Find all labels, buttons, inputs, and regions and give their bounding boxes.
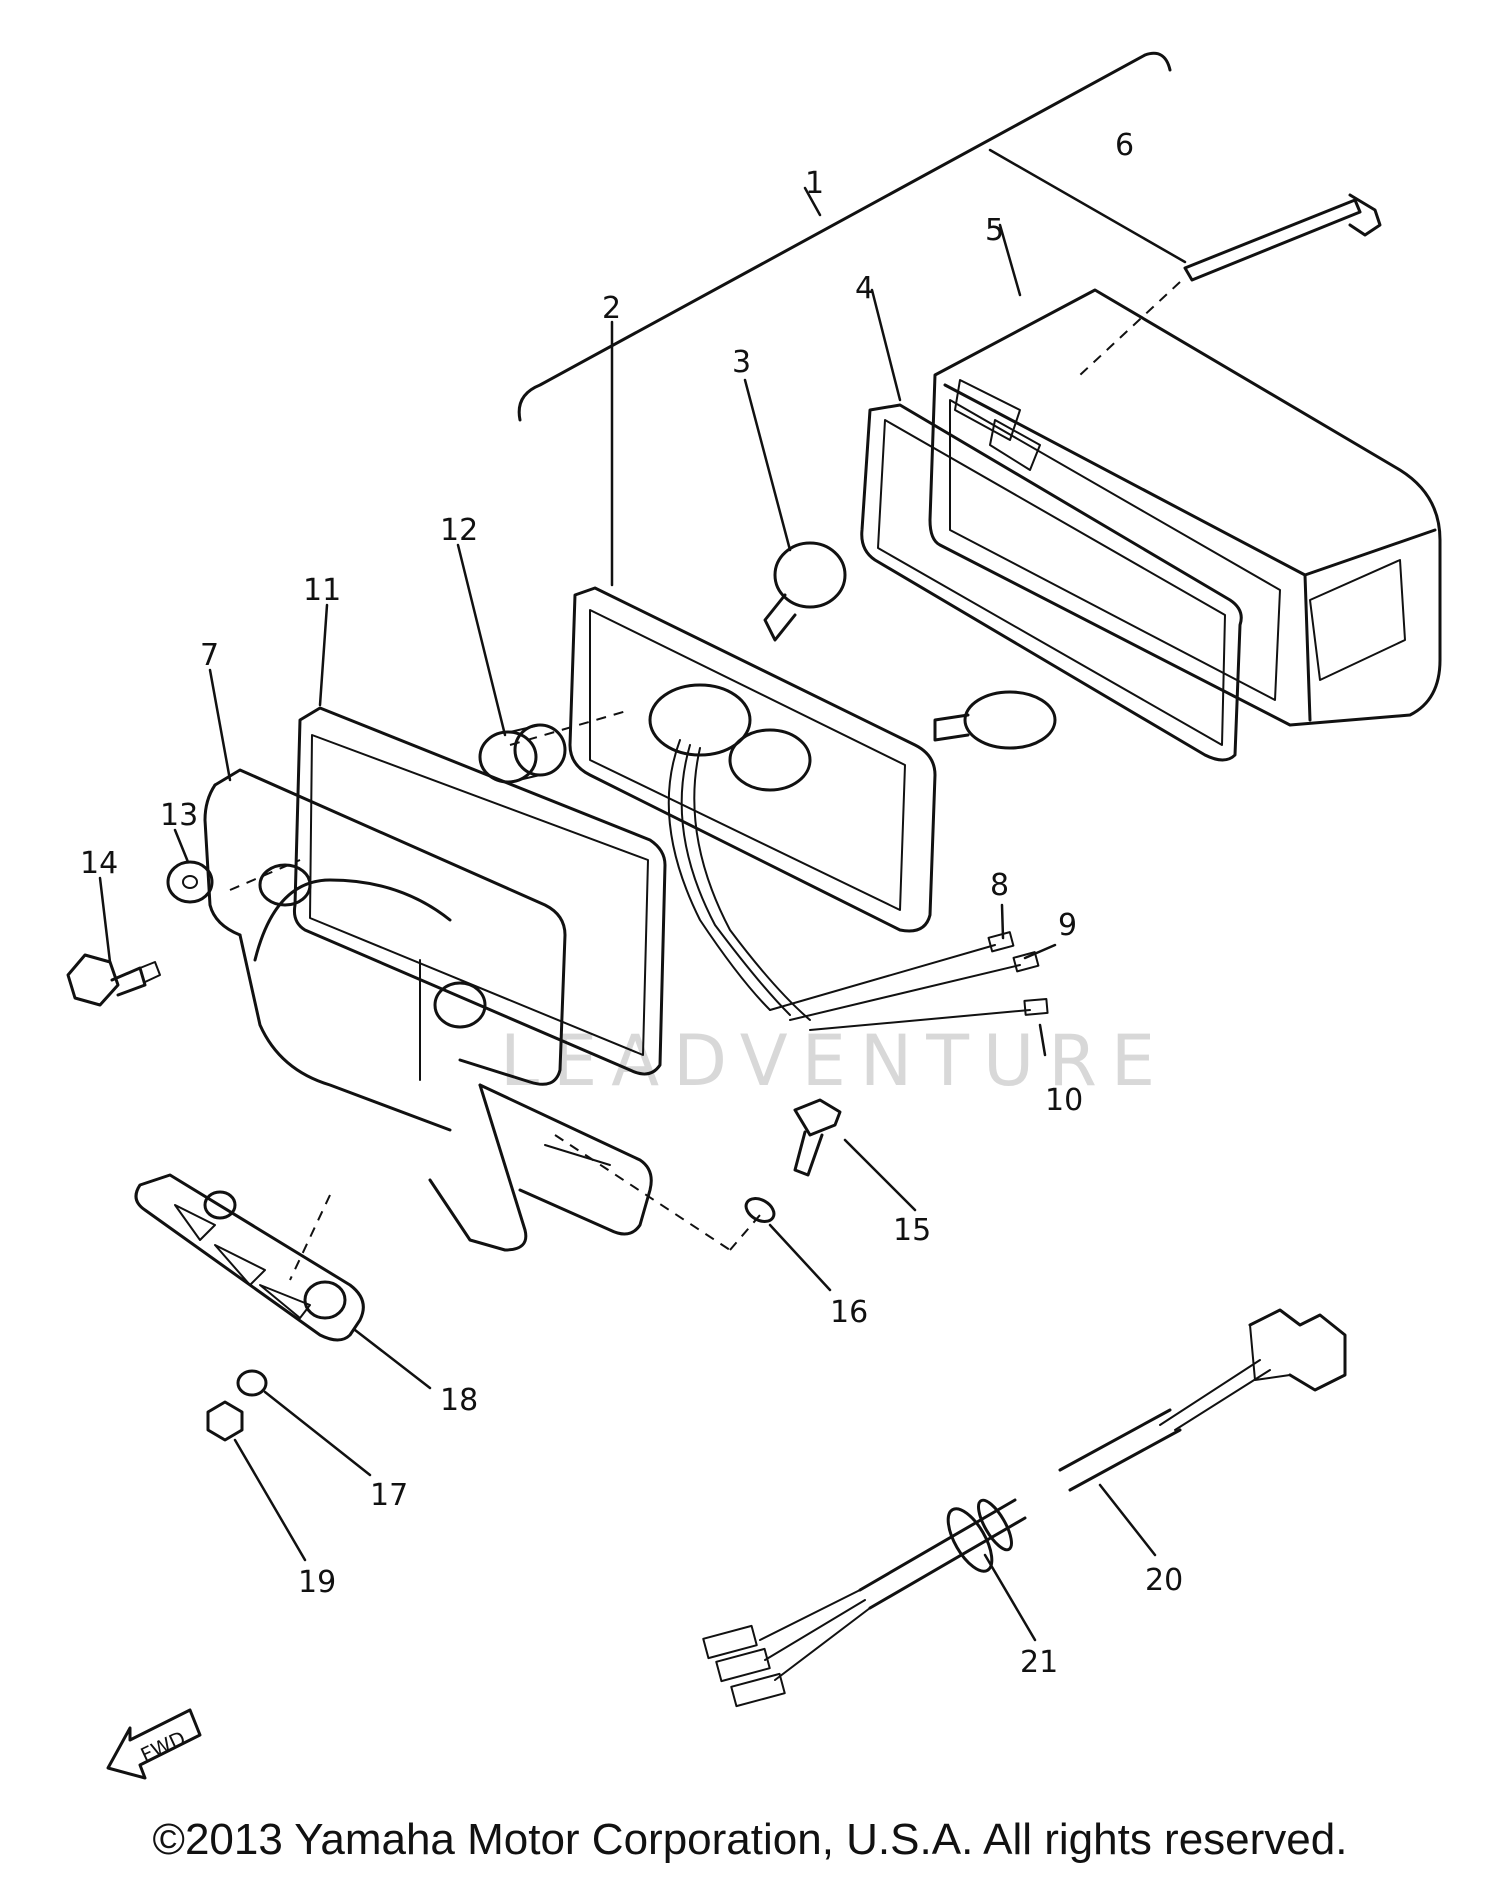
assembly-bracket (517, 51, 1172, 422)
part-label-2: 2 (602, 291, 621, 326)
part-label-7: 7 (200, 638, 219, 673)
part-label-13: 13 (160, 798, 198, 833)
assembly-lines (229, 709, 761, 1281)
part-label-18: 18 (440, 1383, 478, 1418)
bulb-lower (933, 690, 1057, 750)
part-label-19: 19 (298, 1565, 336, 1600)
part-label-8: 8 (990, 868, 1009, 903)
tail-lamp-body (203, 768, 653, 1252)
washer (166, 860, 214, 904)
part-label-15: 15 (893, 1213, 931, 1248)
part-label-10: 10 (1045, 1083, 1083, 1118)
long-screw (1079, 193, 1382, 376)
part-label-12: 12 (440, 513, 478, 548)
socket-plate (568, 586, 937, 1021)
part-label-17: 17 (370, 1478, 408, 1513)
copyright-notice: ©2013 Yamaha Motor Corporation, U.S.A. A… (152, 1815, 1348, 1864)
fwd-arrow-icon: FWD (106, 1708, 202, 1780)
part-label-11: 11 (303, 573, 341, 608)
leader-lines (98, 148, 1187, 1642)
lens-seal (293, 706, 667, 1076)
part-label-5: 5 (985, 213, 1004, 248)
part-label-3: 3 (732, 345, 751, 380)
lens-housing (928, 288, 1442, 727)
lens-gasket (860, 403, 1243, 762)
small-screw (793, 1098, 842, 1177)
nut (206, 1400, 244, 1442)
wire-leads (769, 931, 1049, 1031)
part-label-16: 16 (830, 1295, 868, 1330)
part-label-6: 6 (1115, 128, 1134, 163)
lock-washer (236, 1369, 268, 1397)
part-label-1: 1 (805, 166, 824, 201)
part-number-labels: 1 2 3 4 5 6 7 8 9 10 11 12 13 14 15 16 1… (80, 128, 1183, 1680)
part-label-14: 14 (80, 846, 118, 881)
small-washer (744, 1197, 776, 1223)
wire-harness (702, 1308, 1347, 1708)
part-label-21: 21 (1020, 1645, 1058, 1680)
part-label-4: 4 (855, 271, 874, 306)
part-label-9: 9 (1058, 908, 1077, 943)
part-label-20: 20 (1145, 1563, 1183, 1598)
bulb-upper (763, 541, 847, 642)
bolt (66, 953, 161, 1007)
reflector (134, 1173, 365, 1342)
